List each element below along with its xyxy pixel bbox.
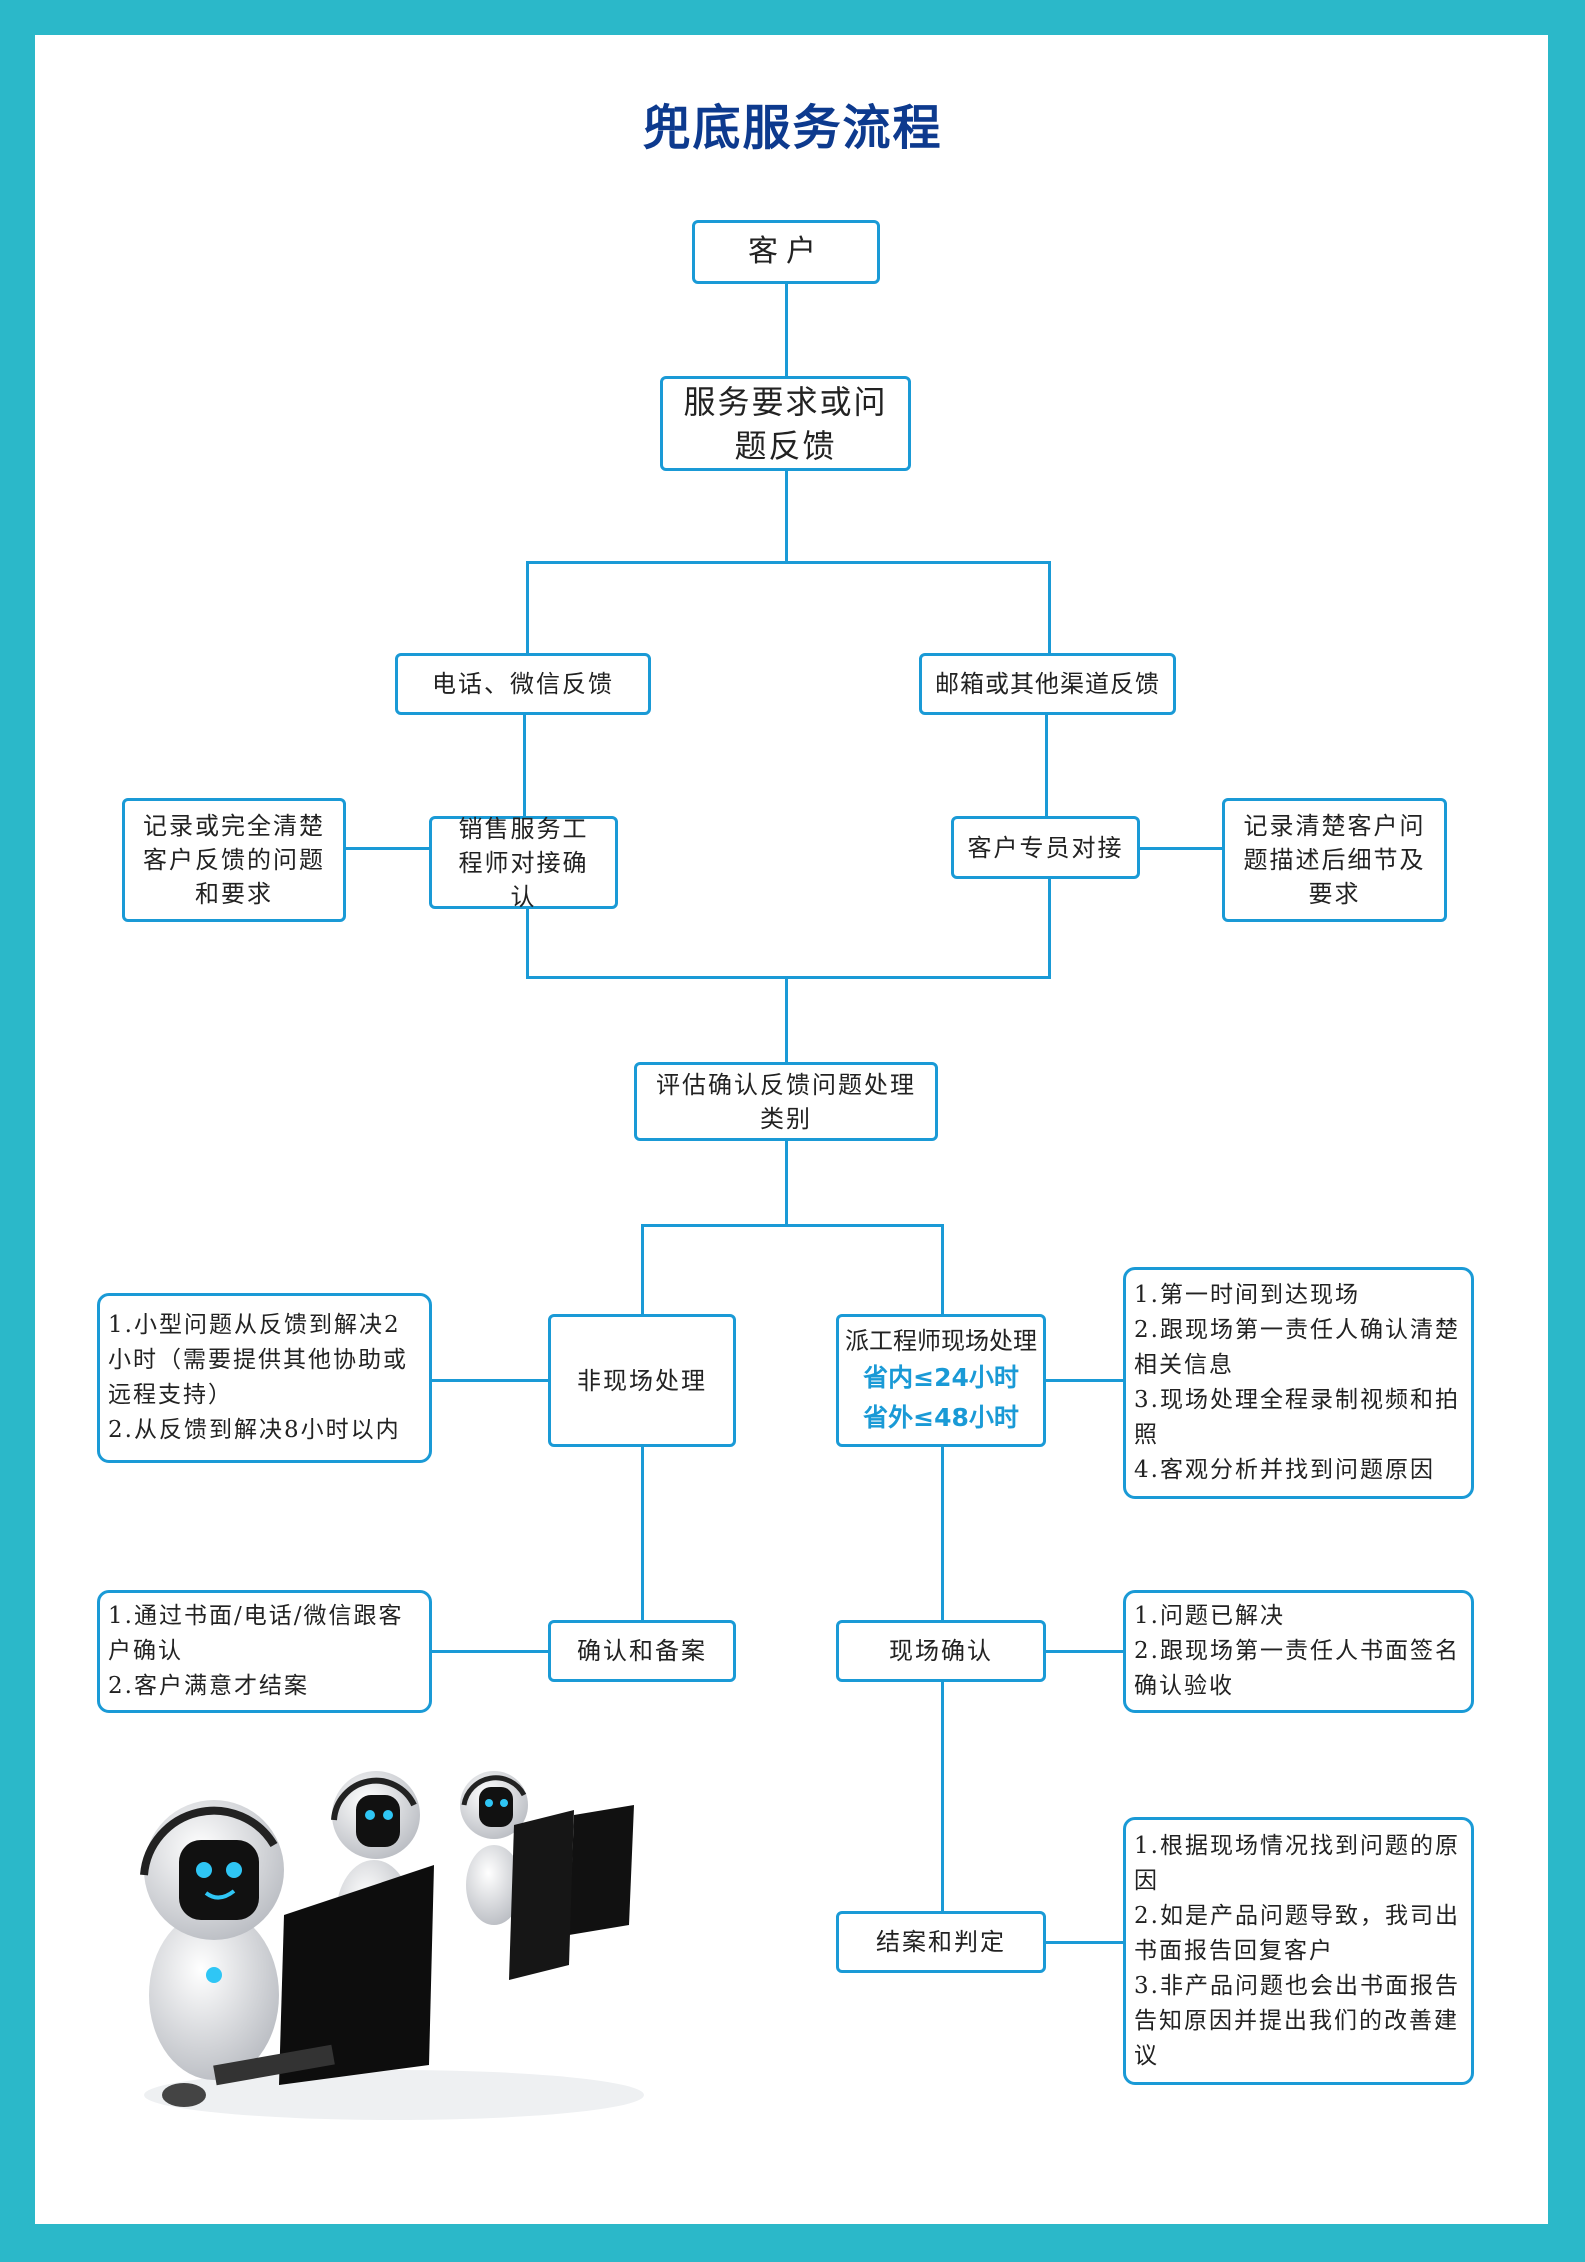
page-title: 兜底服务流程 <box>642 100 943 156</box>
connector <box>941 1447 944 1620</box>
connector <box>785 976 788 1062</box>
connector <box>346 847 429 850</box>
note-specialist: 记录清楚客户问题描述后细节及要求 <box>1222 798 1447 922</box>
connector <box>785 1141 788 1226</box>
connector <box>523 715 526 816</box>
robot-front <box>140 1800 434 2107</box>
note-line: 1.通过书面/电话/微信跟客户确认 <box>108 1603 404 1664</box>
robot-back <box>460 1771 634 1935</box>
node-sales-engineer: 销售服务工程师对接确认 <box>429 815 618 911</box>
connector <box>1045 715 1048 816</box>
onsite-label: 派工程师现场处理 <box>845 1326 1037 1355</box>
node-confirm-record: 确认和备案 <box>548 1620 736 1682</box>
connector <box>641 1224 644 1314</box>
note-offsite: 1.小型问题从反馈到解决2小时（需要提供其他协助或远程支持） 2.从反馈到解决8… <box>97 1293 432 1463</box>
connector <box>526 976 1051 979</box>
connector <box>1048 879 1051 977</box>
note-line: 2.如是产品问题导致，我司出书面报告回复客户 <box>1134 1902 1460 1964</box>
node-customer: 客户 <box>692 220 880 284</box>
note-onsite: 1.第一时间到达现场 2.跟现场第一责任人确认清楚相关信息 3.现场处理全程录制… <box>1123 1267 1474 1499</box>
onsite-in-province: 省内≤24小时 <box>863 1362 1019 1392</box>
connector <box>432 1650 548 1653</box>
node-assess: 评估确认反馈问题处理类别 <box>634 1062 938 1141</box>
connector <box>1140 847 1222 850</box>
connector <box>526 909 529 977</box>
connector <box>641 1447 644 1620</box>
note-line: 2.从反馈到解决8小时以内 <box>108 1417 401 1443</box>
node-request: 服务要求或问题反馈 <box>660 376 911 471</box>
connector <box>785 284 788 376</box>
note-line: 1.问题已解决 <box>1134 1603 1285 1629</box>
connector <box>941 1682 944 1911</box>
note-site-confirm: 1.问题已解决 2.跟现场第一责任人书面签名确认验收 <box>1123 1590 1474 1713</box>
node-offsite: 非现场处理 <box>548 1314 736 1447</box>
node-customer-specialist: 客户专员对接 <box>951 816 1140 879</box>
node-onsite: 派工程师现场处理 省内≤24小时 省外≤48小时 <box>836 1314 1046 1447</box>
connector <box>1046 1379 1123 1382</box>
note-sales: 记录或完全清楚客户反馈的问题和要求 <box>122 798 346 922</box>
connector <box>785 471 788 563</box>
note-line: 2.跟现场第一责任人书面签名确认验收 <box>1134 1638 1460 1699</box>
node-phone-wechat: 电话、微信反馈 <box>395 653 651 715</box>
connector <box>941 1224 944 1314</box>
note-line: 3.非产品问题也会出书面报告告知原因并提出我们的改善建议 <box>1134 1972 1460 2069</box>
note-line: 2.跟现场第一责任人确认清楚相关信息 <box>1134 1317 1460 1378</box>
robot-support-illustration <box>140 1771 644 2120</box>
connector <box>1046 1650 1123 1653</box>
note-close: 1.根据现场情况找到问题的原因 2.如是产品问题导致，我司出书面报告回复客户 3… <box>1123 1817 1474 2085</box>
node-close: 结案和判定 <box>836 1911 1046 1973</box>
note-line: 3.现场处理全程录制视频和拍照 <box>1134 1387 1460 1448</box>
connector <box>1048 561 1051 653</box>
node-email-other: 邮箱或其他渠道反馈 <box>919 653 1176 715</box>
note-line: 1.第一时间到达现场 <box>1134 1282 1360 1308</box>
note-line: 1.根据现场情况找到问题的原因 <box>1134 1832 1460 1894</box>
connector <box>1046 1941 1123 1944</box>
connector <box>526 561 1051 564</box>
connector <box>432 1379 548 1382</box>
connector <box>526 561 529 653</box>
connector <box>641 1224 944 1227</box>
note-confirm-record: 1.通过书面/电话/微信跟客户确认 2.客户满意才结案 <box>97 1590 432 1713</box>
onsite-out-province: 省外≤48小时 <box>863 1402 1019 1432</box>
note-line: 4.客观分析并找到问题原因 <box>1134 1457 1435 1483</box>
note-line: 1.小型问题从反馈到解决2小时（需要提供其他协助或远程支持） <box>108 1312 408 1408</box>
node-site-confirm: 现场确认 <box>836 1620 1046 1682</box>
note-line: 2.客户满意才结案 <box>108 1673 309 1699</box>
